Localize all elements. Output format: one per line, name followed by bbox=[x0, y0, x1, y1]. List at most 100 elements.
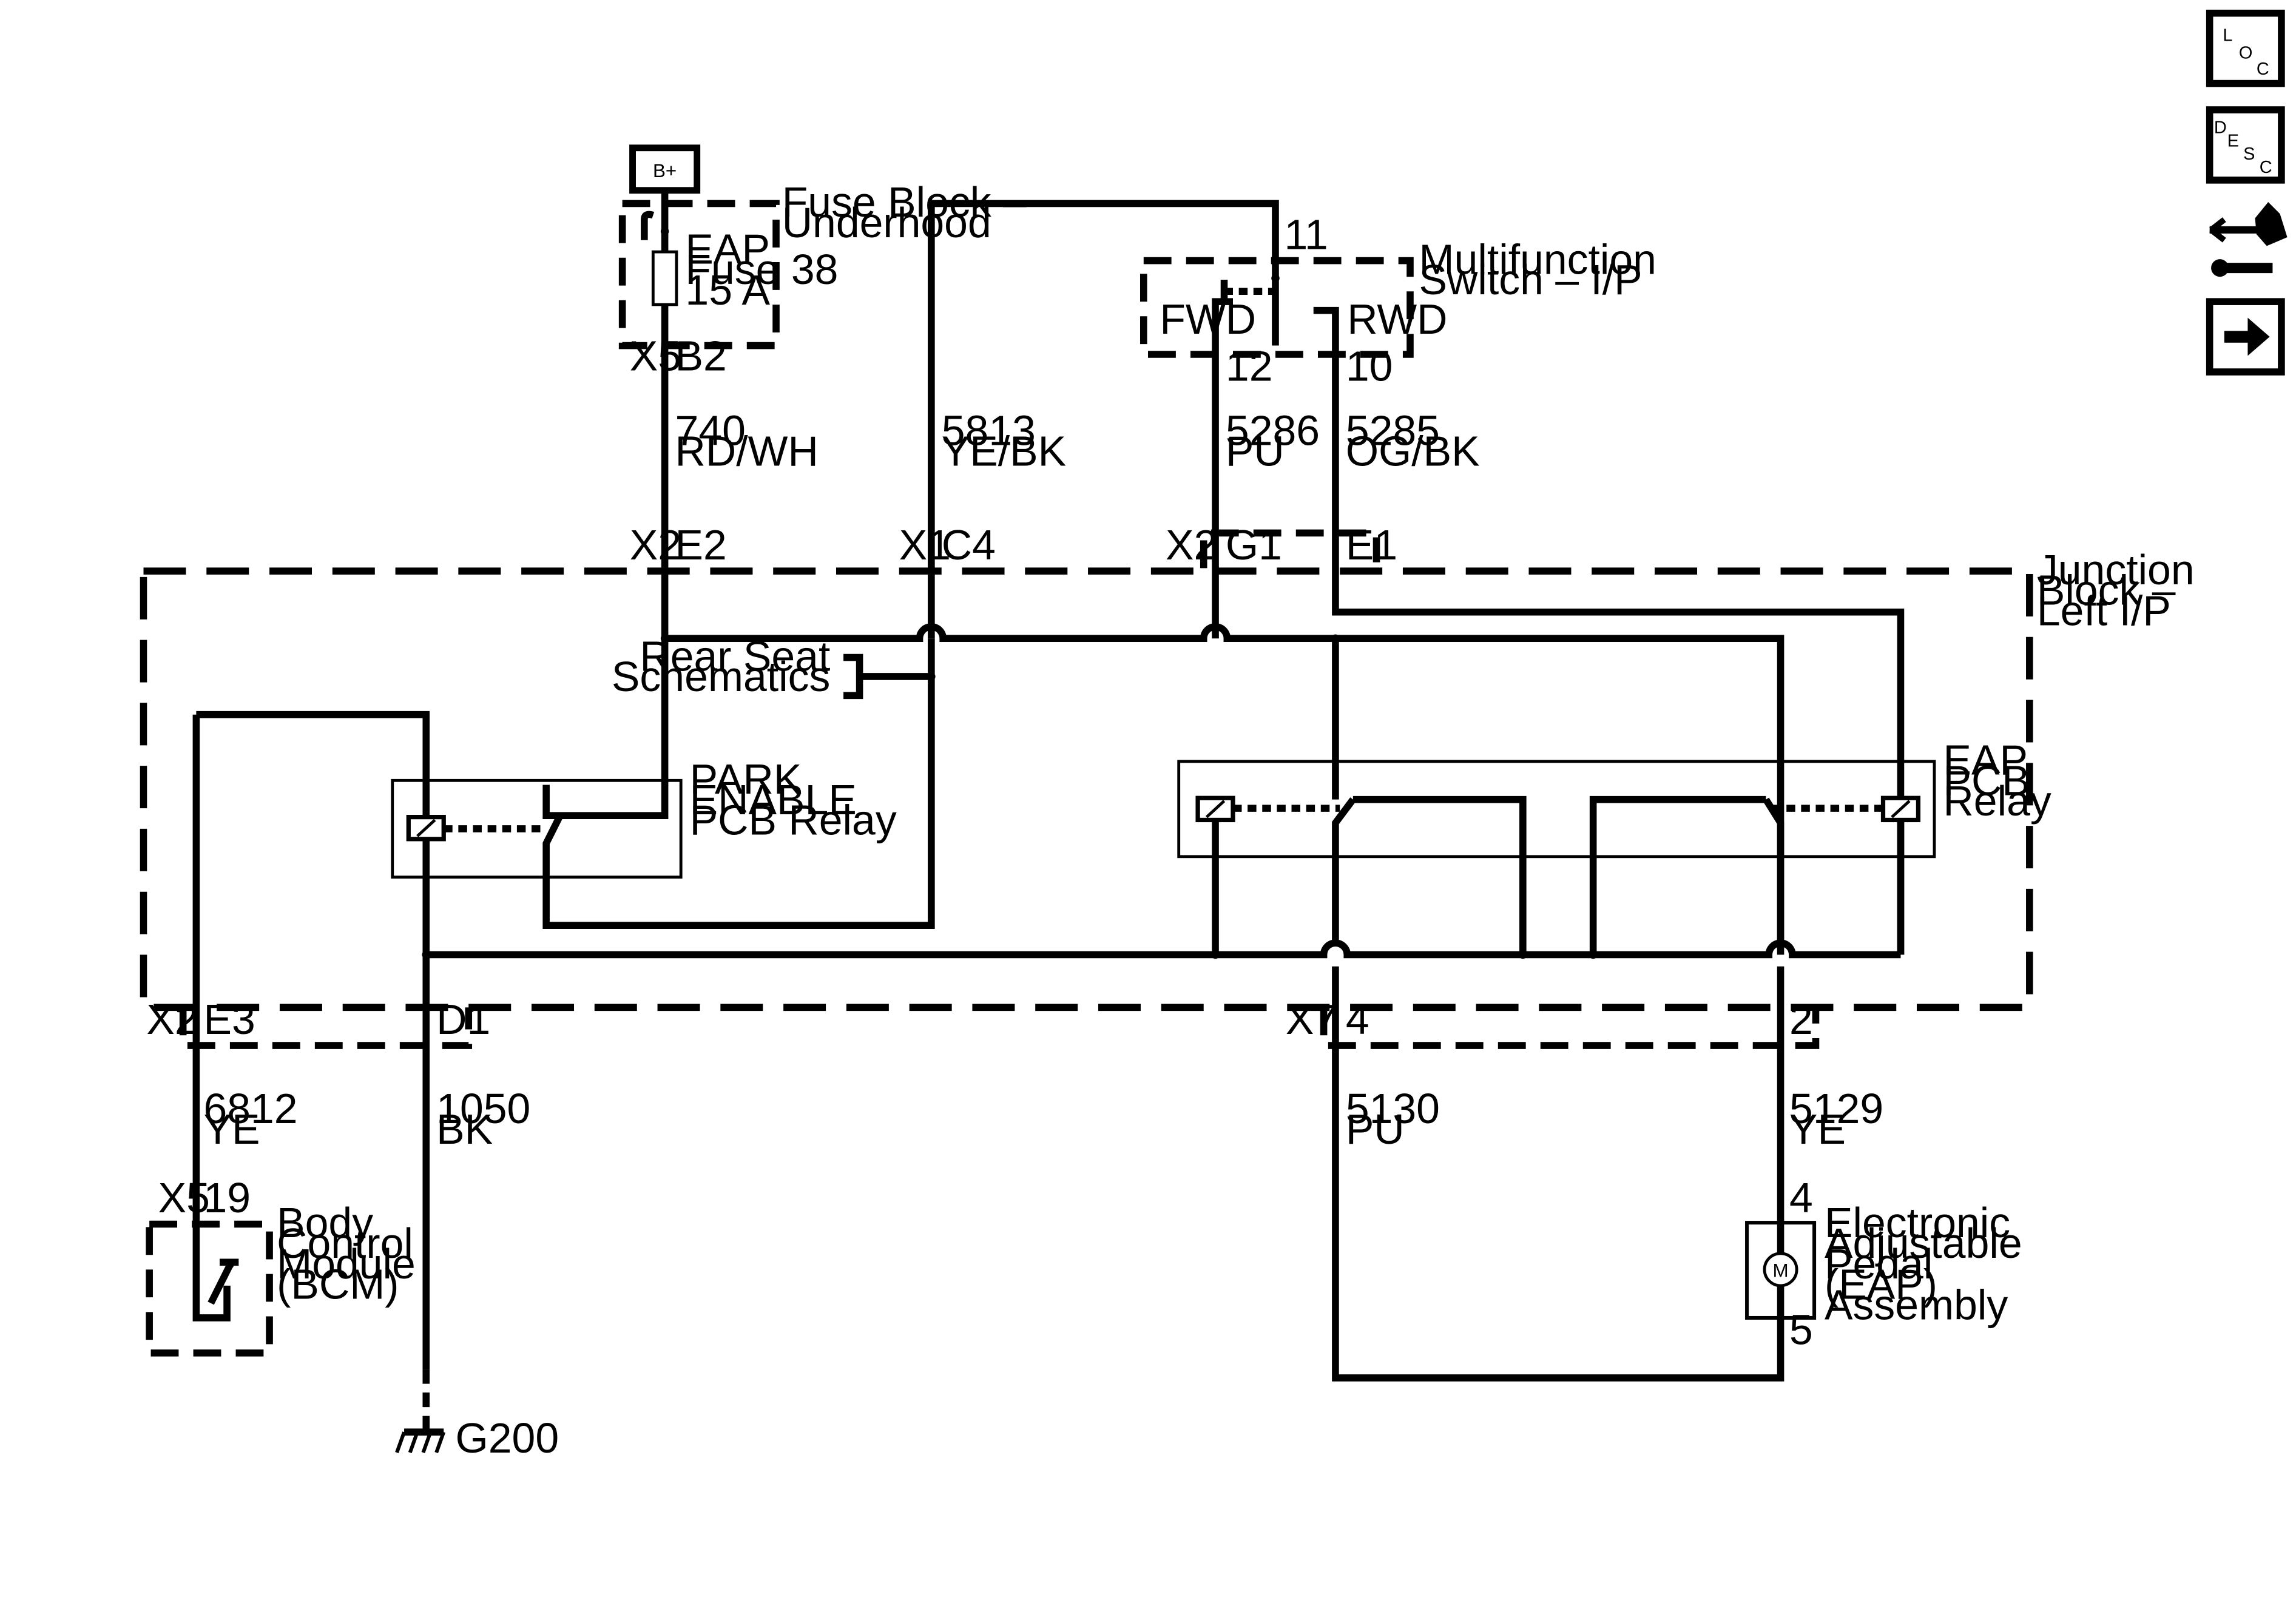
rear-seat-label-1: Rear Seat bbox=[640, 632, 830, 680]
bcm-pin-label: 19 bbox=[203, 1174, 251, 1221]
park-relay-label-1: PARK bbox=[690, 755, 802, 803]
motor-label: M bbox=[1773, 1260, 1789, 1281]
junction-connector-x7-outline bbox=[1320, 1007, 1820, 1049]
eap-assembly-label-4: (EAP) bbox=[1825, 1261, 1937, 1308]
jb-top-pin-1: E2 bbox=[675, 521, 727, 569]
fuse-label-1: EAP bbox=[685, 225, 770, 272]
circuit-1050-number: 1050 bbox=[436, 1085, 530, 1132]
rear-seat-label-2: Schematics bbox=[612, 653, 830, 700]
circuit-5285-number: 5285 bbox=[1346, 407, 1440, 454]
fuse-block-bus-icon bbox=[641, 211, 655, 240]
ground-label: G200 bbox=[456, 1414, 559, 1462]
circuit-5130-number: 5130 bbox=[1346, 1085, 1440, 1132]
park-relay-label-2: ENABLE bbox=[690, 776, 857, 823]
junction-bus-upper bbox=[660, 623, 1784, 955]
loc-letter-1: L bbox=[2223, 26, 2232, 46]
fuse-label-3: 15 A bbox=[685, 266, 770, 314]
jb-top-pin-2: C4 bbox=[942, 521, 996, 569]
loc-letter-2: O bbox=[2239, 44, 2253, 63]
motor-icon: M bbox=[1763, 1223, 1798, 1318]
multifunction-switch-name: Multifunction bbox=[1419, 235, 1656, 283]
circuit-740-number: 740 bbox=[675, 407, 746, 454]
eap-assembly-label-3: Pedal bbox=[1825, 1240, 1933, 1288]
next-button[interactable] bbox=[2206, 298, 2285, 376]
jb-bottom-connector-3: X7 bbox=[1286, 996, 1337, 1043]
bcm-label-1: Body bbox=[277, 1199, 373, 1246]
jb-bottom-connector-1: X2 bbox=[146, 996, 198, 1043]
jb-bottom-pin-2: D1 bbox=[436, 996, 490, 1043]
junction-block-name: Junction bbox=[2037, 546, 2195, 593]
park-enable-relay-box bbox=[391, 778, 683, 879]
fuse-connector-label: X5 bbox=[630, 333, 681, 380]
junction-connector-x2-outline bbox=[1200, 529, 1380, 569]
rear-seat-bracket bbox=[843, 653, 863, 700]
circuit-1050-color: BK bbox=[436, 1106, 493, 1153]
fuse-label-2: Fuse 38 bbox=[685, 246, 838, 293]
fwd-label: FWD bbox=[1160, 295, 1256, 343]
junction-bus-lower bbox=[422, 939, 1901, 1382]
circuit-5286-color: PU bbox=[1226, 427, 1285, 474]
eap-relay-coil-2-icon bbox=[1880, 795, 1921, 823]
desc-letter-2: E bbox=[2227, 131, 2239, 150]
bplus-label: B+ bbox=[653, 160, 677, 181]
jb-top-connector-2: X1 bbox=[899, 521, 951, 569]
multifunction-pin-11: 11 bbox=[1284, 211, 1328, 258]
jb-bottom-pin-3: 4 bbox=[1346, 996, 1369, 1043]
junction-block-name-3: Left I/P bbox=[2037, 587, 2171, 634]
next-arrow-icon bbox=[2224, 317, 2270, 356]
jb-top-pin-4: E1 bbox=[1346, 521, 1397, 569]
bcm-label-4: (BCM) bbox=[277, 1261, 399, 1308]
multifunction-pin-10: 10 bbox=[1346, 342, 1393, 390]
multifunction-pin-12: 12 bbox=[1226, 342, 1273, 390]
eap-pcb-relay-box bbox=[1177, 760, 1936, 859]
fuse-pin-label: B2 bbox=[675, 333, 727, 380]
multifunction-switch-name-2: Switch – I/P bbox=[1419, 256, 1642, 303]
eap-relay-label-2: PCB bbox=[1943, 757, 2030, 804]
jb-bottom-pin-4: 2 bbox=[1789, 996, 1813, 1043]
junction-connector-bottom-left-outline bbox=[179, 1007, 473, 1049]
eap-assembly-label-1: Electronic bbox=[1825, 1199, 2010, 1246]
desc-letter-4: C bbox=[2260, 158, 2272, 177]
eap-fuse-icon bbox=[651, 250, 678, 306]
park-relay-switch-icon bbox=[542, 638, 935, 929]
eap-assembly-label-5: Assembly bbox=[1825, 1281, 2008, 1328]
multifunction-switch-contacts-icon bbox=[928, 200, 1905, 955]
bcm-label-3: Module bbox=[277, 1240, 416, 1288]
desc-letter-1: D bbox=[2214, 118, 2227, 138]
eap-relay-label-1: EAP bbox=[1943, 737, 2028, 784]
desc-letter-3: S bbox=[2243, 144, 2255, 164]
circuit-6812-number: 6812 bbox=[203, 1085, 297, 1132]
jb-top-connector-3: X2 bbox=[1166, 521, 1217, 569]
circuit-5129-color: YE bbox=[1789, 1106, 1846, 1153]
circuit-5129-number: 5129 bbox=[1789, 1085, 1883, 1132]
jb-top-pin-3: G1 bbox=[1226, 521, 1282, 569]
eap-pin-4: 4 bbox=[1789, 1174, 1813, 1221]
circuit-5285-color: OG/BK bbox=[1346, 427, 1480, 474]
circuit-5286-number: 5286 bbox=[1226, 407, 1320, 454]
jb-top-connector-1: X2 bbox=[630, 521, 681, 569]
bcm-switch-icon bbox=[208, 1258, 239, 1305]
bcm-connector-label: X5 bbox=[158, 1174, 210, 1221]
desc-button[interactable]: D E S C bbox=[2206, 106, 2285, 184]
bplus-power-source: B+ bbox=[629, 144, 701, 194]
park-relay-coil-icon bbox=[406, 815, 446, 842]
loc-button[interactable]: L O C bbox=[2206, 9, 2285, 87]
connector-tool-icon[interactable] bbox=[2209, 202, 2288, 277]
junction-block-outline bbox=[140, 567, 2033, 1011]
circuit-5813-number: 5813 bbox=[942, 407, 1036, 454]
circuit-6812-color: YE bbox=[203, 1106, 260, 1153]
eap-relay-switches-icon bbox=[1332, 795, 1784, 955]
circuit-5130-color: PU bbox=[1346, 1106, 1405, 1153]
circuit-740-color: RD/WH bbox=[675, 427, 819, 474]
junction-block-name-2: Block – bbox=[2037, 567, 2176, 614]
eap-relay-coil-1-icon bbox=[1195, 795, 1235, 823]
bcm-label-2: Control bbox=[277, 1220, 413, 1267]
loc-letter-3: C bbox=[2257, 59, 2269, 79]
eap-pin-5: 5 bbox=[1789, 1306, 1813, 1353]
jb-bottom-pin-1: E3 bbox=[203, 996, 255, 1043]
eap-relay-label-3: Relay bbox=[1943, 777, 2051, 825]
circuit-5813-color: YE/BK bbox=[942, 427, 1066, 474]
bcm-outline bbox=[146, 1220, 273, 1357]
eap-assembly-label-2: Adjustable bbox=[1825, 1220, 2022, 1267]
